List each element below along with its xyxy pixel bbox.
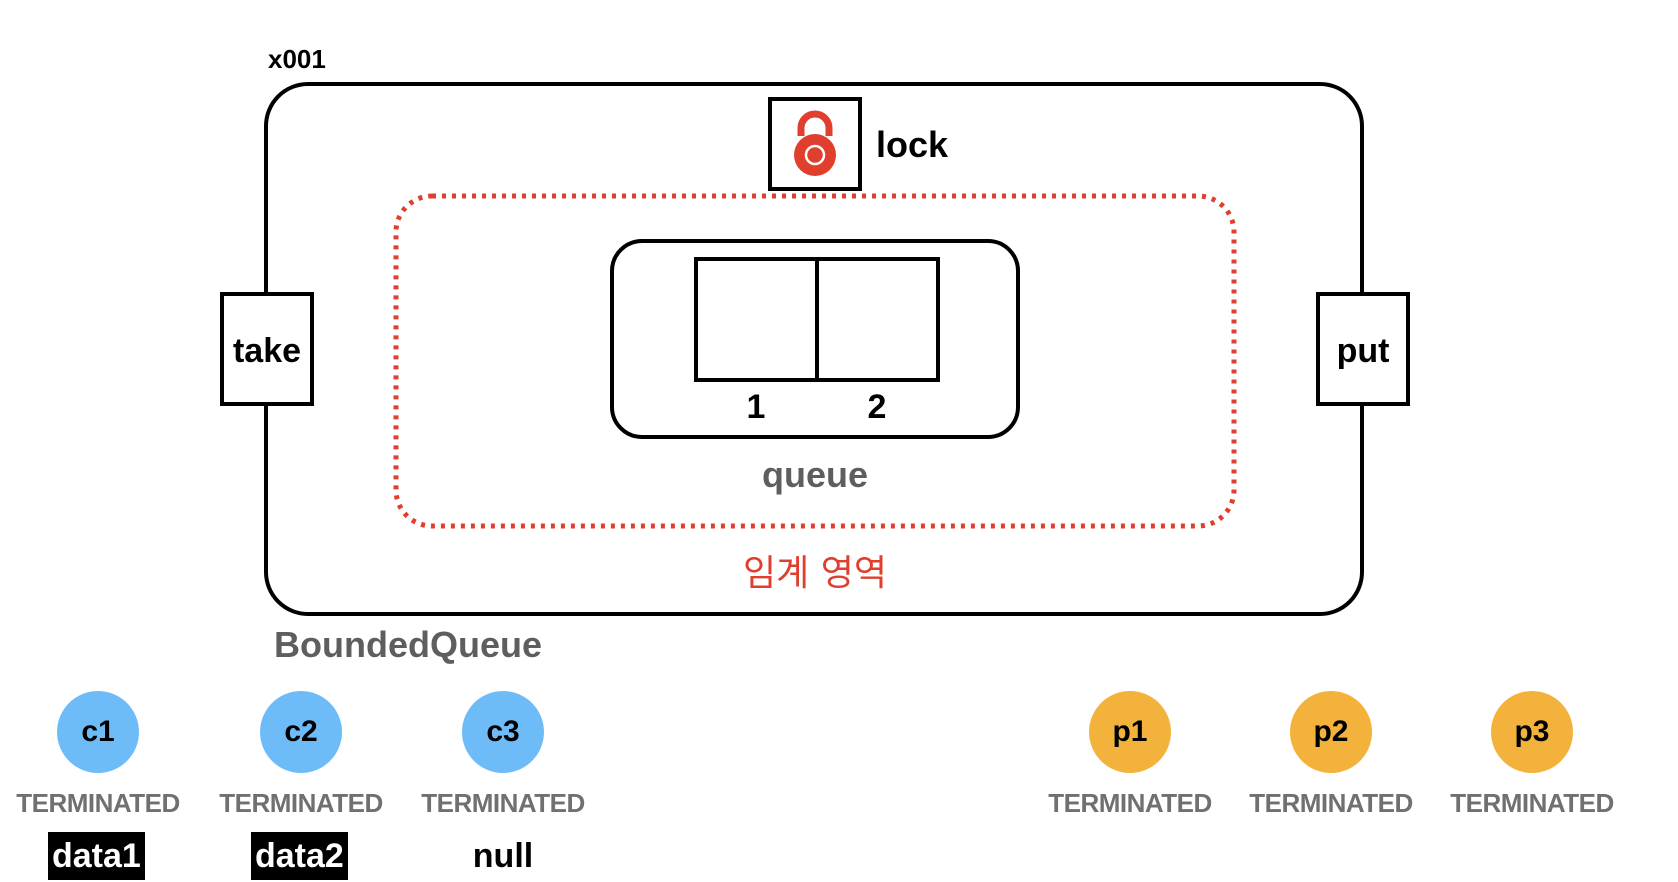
thread-p2-state: TERMINATED <box>1249 788 1413 818</box>
object-id-label: x001 <box>268 44 326 74</box>
thread-p1-state: TERMINATED <box>1048 788 1212 818</box>
thread-c3-result: null <box>472 837 534 875</box>
queue-slot-1 <box>694 257 819 382</box>
put-label: put <box>1336 332 1390 370</box>
lock-label: lock <box>876 124 949 165</box>
thread-c3-state: TERMINATED <box>421 788 585 818</box>
thread-c1-result: data1 <box>48 832 145 880</box>
take-label: take <box>232 332 302 370</box>
thread-c1-state: TERMINATED <box>16 788 180 818</box>
thread-p1: p1 <box>1089 691 1171 773</box>
queue-slot-2 <box>815 257 940 382</box>
take-method-box <box>220 292 314 406</box>
thread-p3: p3 <box>1491 691 1573 773</box>
queue-slot-label-2: 2 <box>867 388 887 426</box>
thread-c2-result: data2 <box>251 832 348 880</box>
queue-slot-label-1: 1 <box>746 388 766 426</box>
padlock-icon <box>794 110 836 176</box>
queue-label: queue <box>761 454 868 495</box>
critical-section-label: 임계 영역 <box>743 553 887 594</box>
thread-c2-state: TERMINATED <box>219 788 383 818</box>
class-name-label: BoundedQueue <box>274 624 542 665</box>
critical-section-region <box>393 193 1237 529</box>
put-method-box <box>1316 292 1410 406</box>
thread-p2: p2 <box>1290 691 1372 773</box>
thread-c2: c2 <box>260 691 342 773</box>
thread-c1: c1 <box>57 691 139 773</box>
thread-c3: c3 <box>462 691 544 773</box>
thread-p3-state: TERMINATED <box>1450 788 1614 818</box>
